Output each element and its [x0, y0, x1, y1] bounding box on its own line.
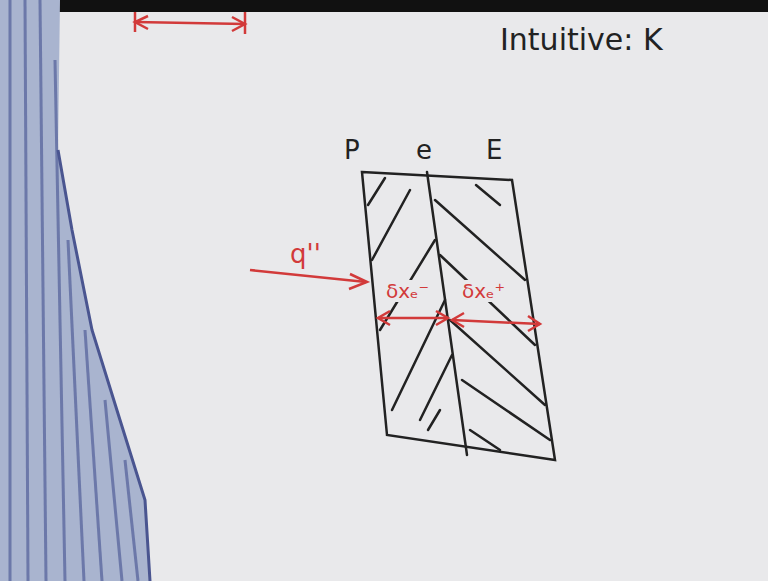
node-label: P	[342, 136, 362, 164]
heat-flux-arrow	[250, 270, 367, 289]
node-label: E	[484, 136, 504, 164]
heading-note: Intuitive: K	[498, 24, 665, 56]
face-label: e	[414, 136, 434, 164]
distance-label: δxₑ⁻	[384, 280, 431, 302]
control-volume	[362, 172, 555, 460]
distance-label: δxₑ⁺	[460, 280, 507, 302]
dimension-arrows	[378, 311, 540, 331]
heat-flux-label: q''	[288, 240, 323, 268]
top-frame	[0, 0, 768, 12]
presenter-shirt	[0, 0, 150, 581]
dimension-fragment	[135, 12, 245, 34]
